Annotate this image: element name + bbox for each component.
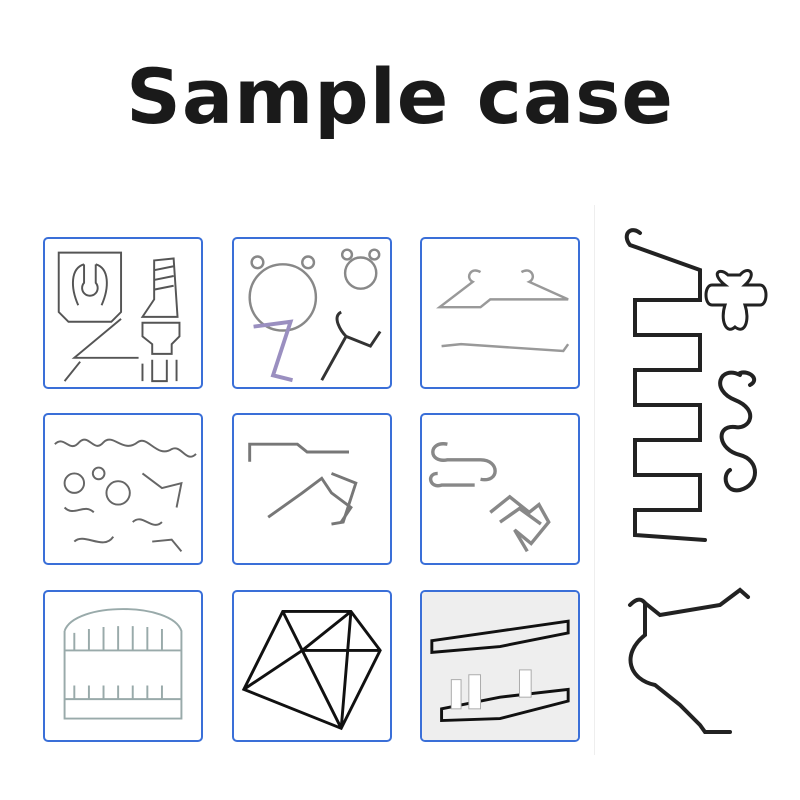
tile-wire-hangers	[420, 237, 580, 389]
shower-shelf-icon	[422, 592, 578, 740]
tile-geometric-wire-frame	[232, 590, 392, 742]
s-hook-icon	[429, 442, 551, 553]
bent-rod-icon	[248, 442, 358, 526]
tile-assorted-wire-forms	[43, 413, 203, 565]
tile-corner-shower-shelf	[420, 590, 580, 742]
wire-forms-icon	[54, 438, 197, 552]
tile-bent-wire-shapes	[43, 237, 203, 389]
tile-s-hooks	[420, 413, 580, 565]
hanger-icon	[436, 269, 570, 353]
geometric-frame-icon	[241, 610, 382, 731]
divider	[594, 205, 595, 755]
featured-wire-hooks	[600, 205, 800, 765]
bent-wire-icon	[57, 251, 181, 383]
wire-ring-icon	[248, 248, 382, 383]
tile-wire-rings-and-springs	[232, 237, 392, 389]
wire-hook-icon	[624, 228, 768, 734]
dish-rack-icon	[63, 608, 183, 720]
tile-dish-rack	[43, 590, 203, 742]
tile-bent-rods	[232, 413, 392, 565]
page-title: Sample case	[126, 52, 674, 141]
